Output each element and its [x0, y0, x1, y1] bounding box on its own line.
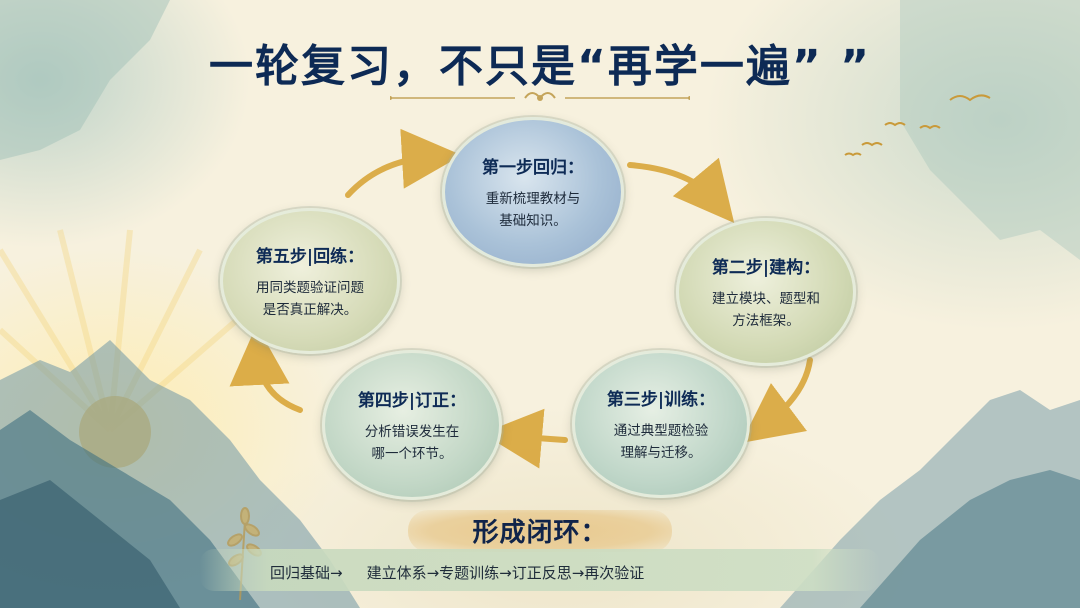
step-5-circle: 第五步|回练： 用同类题验证问题 是否真正解决。 — [220, 208, 400, 354]
step-2-circle: 第二步|建构： 建立模块、题型和 方法框架。 — [676, 218, 856, 366]
step-1-circle: 第一步回归： 重新梳理教材与 基础知识。 — [442, 117, 624, 267]
step-4-title: 第四步|订正： — [357, 390, 467, 411]
step-3-desc-line-2: 理解与迁移。 — [620, 444, 702, 461]
loop-path-part-1: 回归基础→ — [270, 564, 343, 582]
step-1-desc-line-1: 重新梳理教材与 — [485, 190, 581, 207]
step-2-title: 第二步|建构： — [711, 257, 821, 278]
step-3-circle: 第三步|训练： 通过典型题检验 理解与迁移。 — [572, 350, 750, 498]
step-2-desc-line-1: 建立模块、题型和 — [712, 290, 820, 307]
step-1-title: 第一步回归： — [482, 157, 584, 178]
title-divider — [390, 92, 690, 101]
step-5-desc-line-1: 用同类题验证问题 — [256, 279, 364, 296]
step-4-circle: 第四步|订正： 分析错误发生在 哪一个环节。 — [322, 350, 502, 500]
step-1-desc-line-2: 基础知识。 — [499, 212, 567, 229]
step-3-desc-line-1: 通过典型题检验 — [613, 422, 709, 439]
loop-banner-brush — [408, 510, 672, 552]
step-3-title: 第三步|训练： — [606, 389, 716, 410]
loop-title: 形成闭环： — [472, 518, 608, 548]
step-4-desc-line-1: 分析错误发生在 — [364, 423, 460, 440]
step-2-desc-line-2: 方法框架。 — [732, 312, 800, 329]
step-5-desc-line-2: 是否真正解决。 — [262, 301, 358, 318]
step-4-desc-line-2: 哪一个环节。 — [371, 445, 453, 462]
step-5-title: 第五步|回练： — [255, 246, 365, 267]
page-title: 一轮复习，不只是“再学一遍” ” — [208, 41, 872, 92]
loop-path-text: 回归基础→ 建立体系→专题训练→订正反思→再次验证 — [270, 562, 830, 583]
loop-path-bar — [200, 549, 880, 591]
birds-group — [844, 94, 991, 157]
loop-path-part-2: 建立体系→专题训练→订正反思→再次验证 — [366, 564, 645, 582]
